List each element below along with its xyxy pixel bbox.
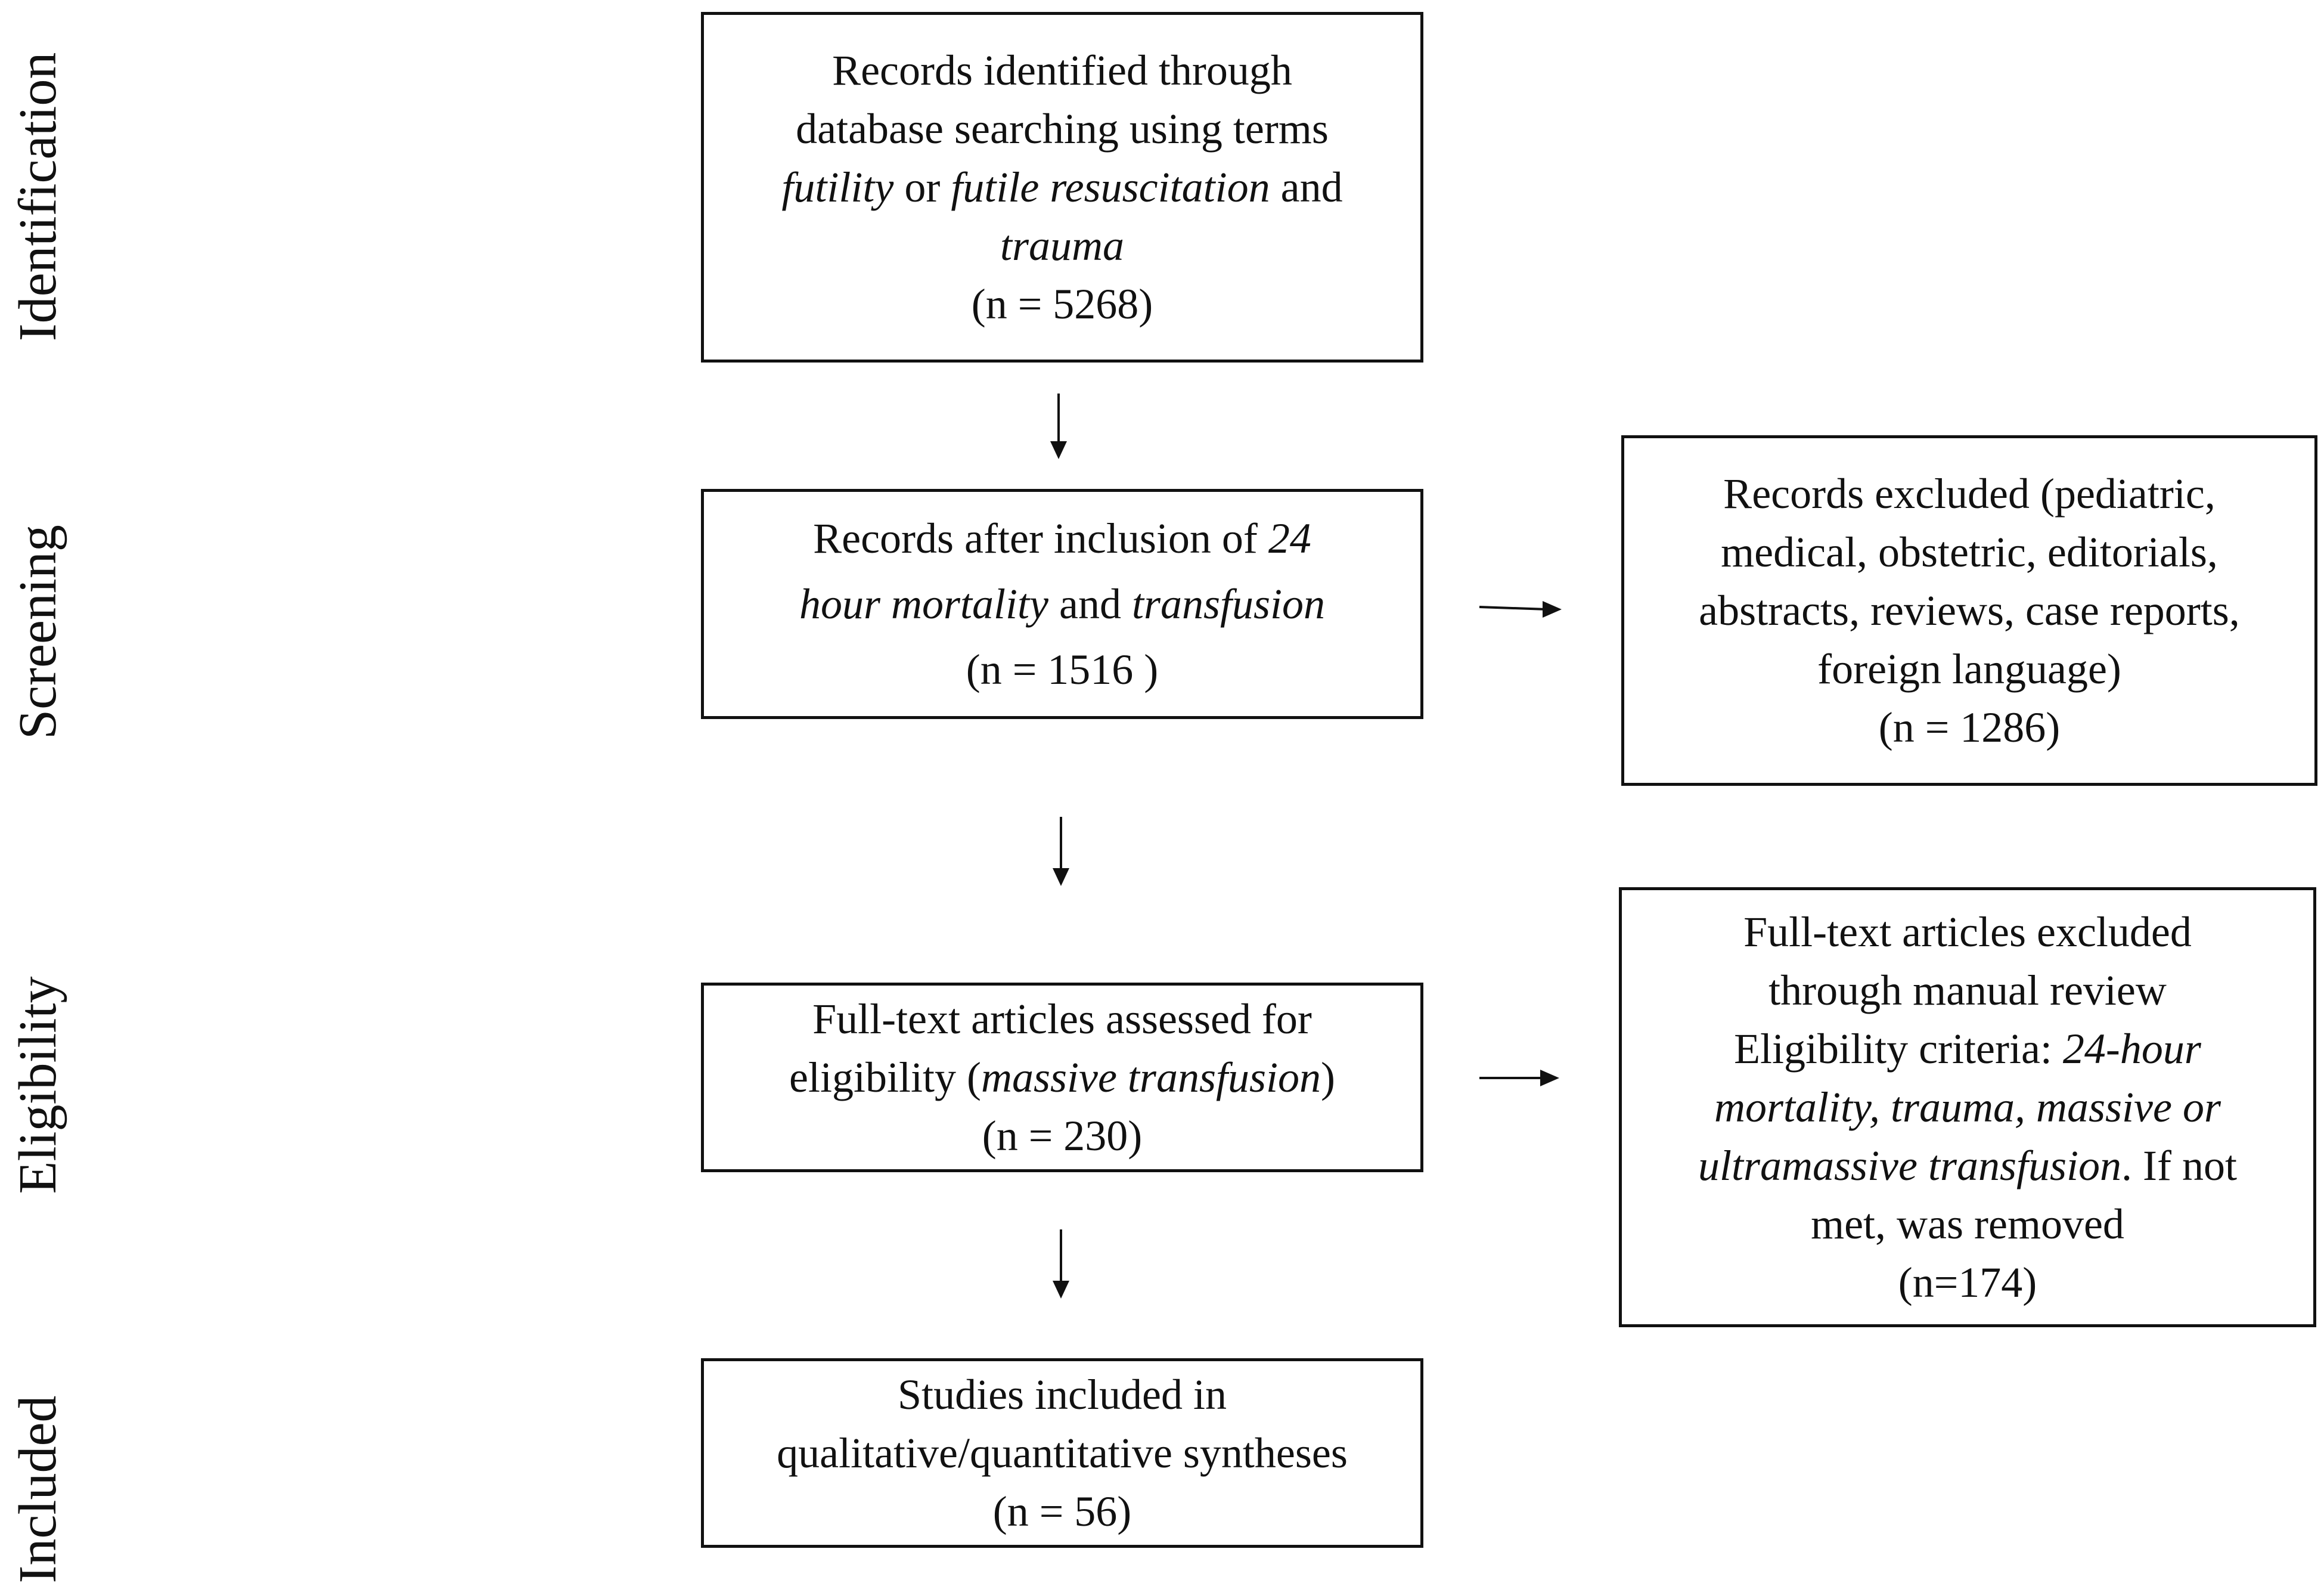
eligibility-line-1: Full-text articles assessed for [812,995,1312,1043]
eligibility-line-2: eligibility (massive transfusion) [789,1048,1335,1107]
screening-count: (n = 1516 ) [966,646,1159,693]
term-hour-mortality: hour mortality [799,580,1048,628]
excluded-eligibility-count: (n=174) [1898,1259,2037,1306]
arrow-screening-to-eligibility [1053,817,1069,886]
identification-line-4: trauma [1000,216,1124,275]
identification-line-1: Records identified through [832,47,1292,94]
term-futility: futility [781,163,894,211]
excluded-screening-line-3: abstracts, reviews, case reports, [1699,587,2240,634]
included-count: (n = 56) [992,1488,1132,1535]
identification-count: (n = 5268) [971,280,1153,328]
included-line-1: Studies included in [898,1371,1227,1418]
eligibility-text-a: eligibility ( [789,1054,981,1101]
identification-line-2: database searching using terms [796,105,1329,153]
included-line-2: qualitative/quantitative syntheses [777,1429,1348,1477]
screening-box: Records after inclusion of 24 hour morta… [701,489,1423,719]
excluded-eligibility-line-1: Full-text articles excluded [1743,908,2192,956]
eligibility-text-c: ) [1321,1054,1335,1101]
excluded-eligibility-line-5: ultramassive transfusion. If not [1698,1136,2237,1195]
term-massive-transfusion: massive transfusion [981,1054,1321,1101]
excluded-screening-count: (n = 1286) [1878,704,2061,751]
excluded-eligibility-line-2: through manual review [1768,966,2167,1014]
term-ultramassive-transfusion: ultramassive transfusion [1698,1142,2122,1189]
arrow-screening-to-excluded [1479,601,1562,618]
identification-line-3: futility or futile resuscitation and [781,158,1342,216]
excluded-screening-line-1: Records excluded (pediatric, [1723,470,2216,518]
term-futile-resuscitation: futile resuscitation [951,163,1270,211]
connector-and: and [1270,163,1343,211]
connector-or: or [893,163,951,211]
screening-line-2: hour mortality and transfusion [799,571,1325,637]
identification-box: Records identified through database sear… [701,12,1423,363]
eligibility-count: (n = 230) [982,1112,1143,1160]
arrow-eligibility-to-included [1053,1229,1069,1299]
eligibility-box: Full-text articles assessed for eligibil… [701,983,1423,1172]
term-trauma: trauma [1000,222,1125,269]
excluded-screening-line-4: foreign language) [1817,645,2121,693]
excluded-eligibility-line-6: met, was removed [1811,1200,2124,1248]
arrow-identification-to-screening [1050,394,1067,459]
term-24: 24 [1268,515,1311,562]
excluded-screening-line-2: medical, obstetric, editorials, [1721,528,2218,576]
screening-text-a: Records after inclusion of [813,515,1268,562]
term-mortality-trauma-massive: mortality, trauma, massive or [1714,1083,2221,1131]
connector-and-2: and [1048,580,1132,628]
excluded-eligibility-line-4: mortality, trauma, massive or [1714,1078,2221,1136]
excluded-eligibility-line-3: Eligibility criteria: 24-hour [1734,1020,2201,1078]
term-transfusion: transfusion [1131,580,1326,628]
screening-line-1: Records after inclusion of 24 [813,506,1311,571]
term-24-hour: 24-hour [2062,1025,2201,1073]
excluded-eligibility-box: Full-text articles excluded through manu… [1619,887,2316,1327]
excluded-screening-box: Records excluded (pediatric, medical, ob… [1621,435,2317,786]
if-not-text: . If not [2121,1142,2238,1189]
criteria-label: Eligibility criteria: [1734,1025,2063,1073]
arrow-eligibility-to-excluded [1479,1070,1559,1086]
included-box: Studies included in qualitative/quantita… [701,1358,1423,1548]
